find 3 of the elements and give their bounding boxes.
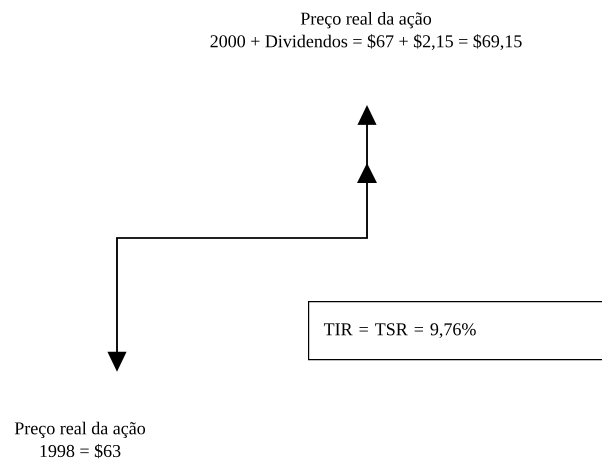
price-label: Preço real da ação 1998 = $63 [14,422,146,458]
result-box: TIR = TSR = 9,76% [308,301,602,360]
price-label: Preço real da ação 2000 + Dividendos = $67 + $2,15 = $69,15 [210,12,522,50]
